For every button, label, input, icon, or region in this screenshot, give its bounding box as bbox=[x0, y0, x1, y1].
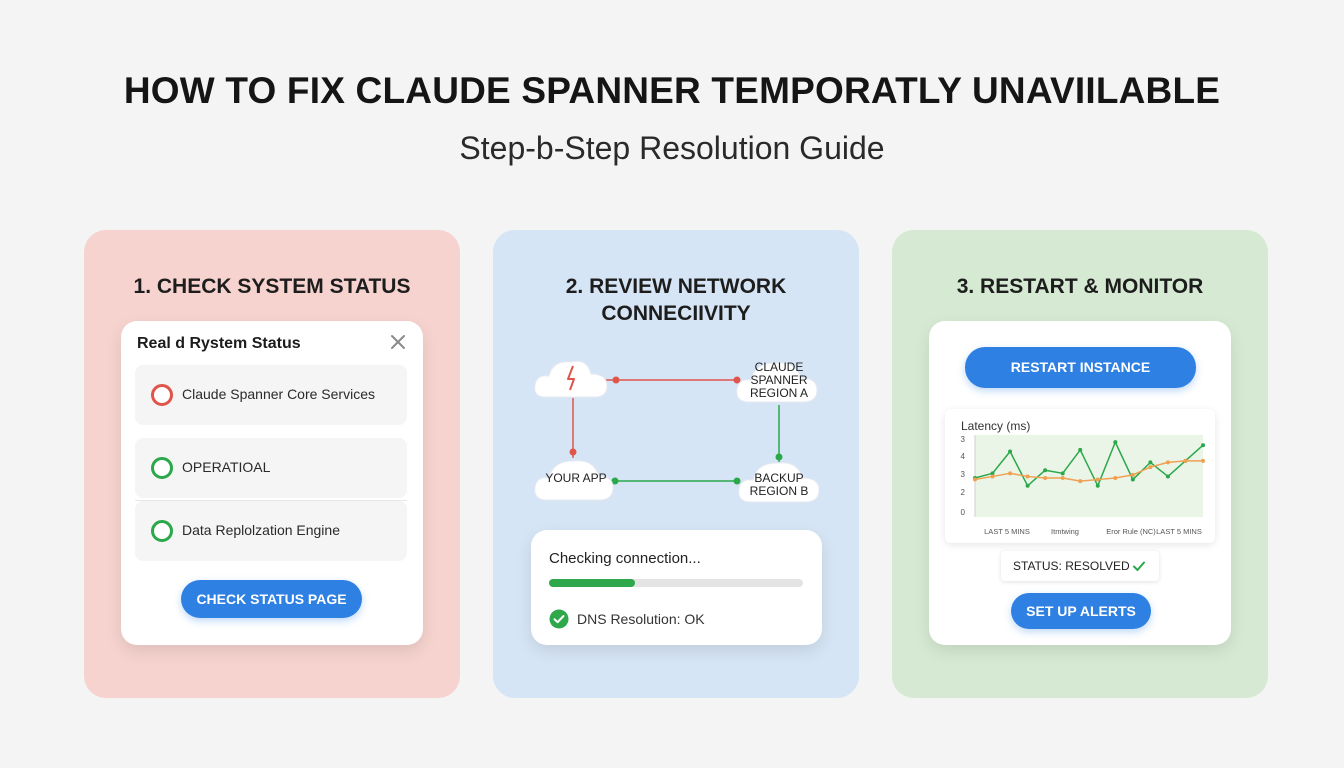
step-2-title: 2. REVIEW NETWORK CONNECIIVITY bbox=[493, 273, 859, 327]
series-point-1 bbox=[990, 474, 995, 479]
x-tick-label: Eror Rule (NC) bbox=[1106, 527, 1156, 536]
region-b-label: BACKUP REGION B bbox=[739, 472, 819, 498]
step-1-panel: 1. CHECK SYSTEM STATUS Real d Rystem Sta… bbox=[84, 230, 460, 698]
series-point-1 bbox=[1078, 479, 1083, 484]
step-3-title: 3. RESTART & MONITOR bbox=[956, 275, 1204, 298]
series-point-1 bbox=[1130, 472, 1135, 477]
set-up-alerts-button[interactable]: SET UP ALERTS bbox=[1011, 593, 1151, 629]
status-row-replication-engine: Data Replolzation Engine bbox=[135, 501, 407, 561]
series-point-0 bbox=[1025, 483, 1030, 488]
status-row-label: Data Replolzation Engine bbox=[182, 522, 340, 538]
system-status-card-title: Real d Rystem Status bbox=[137, 335, 301, 352]
check-status-page-button[interactable]: CHECK STATUS PAGE bbox=[181, 580, 362, 618]
series-point-0 bbox=[1165, 474, 1170, 479]
your-app-label: YOUR APP bbox=[545, 471, 607, 485]
dns-resolution-text: DNS Resolution: OK bbox=[577, 611, 705, 627]
cloud-your-app-icon bbox=[534, 460, 614, 501]
region-b-label-line: BACKUP bbox=[754, 471, 804, 485]
x-tick-label: Itmtwing bbox=[1051, 527, 1079, 536]
series-point-1 bbox=[1008, 471, 1013, 476]
status-resolved-badge: STATUS: RESOLVED bbox=[1001, 551, 1159, 581]
status-row-core-services: Claude Spanner Core Services bbox=[135, 365, 407, 425]
status-row-label: OPERATIOAL bbox=[182, 459, 271, 475]
series-point-1 bbox=[1025, 474, 1030, 479]
status-divider bbox=[135, 500, 407, 501]
series-point-1 bbox=[1060, 476, 1065, 480]
page-title: HOW TO FIX CLAUDE SPANNER TEMPORATLY UNA… bbox=[123, 70, 1221, 111]
check-circle-icon bbox=[549, 609, 569, 629]
y-tick-label: 3 bbox=[961, 435, 966, 444]
series-point-0 bbox=[1201, 443, 1205, 448]
region-a-label-line: CLAUDE bbox=[754, 360, 804, 374]
series-point-1 bbox=[973, 477, 977, 482]
connection-check-card: Checking connection... DNS Resolution: O… bbox=[531, 530, 822, 645]
connection-progress-fill bbox=[549, 579, 636, 587]
connection-progress-bar bbox=[549, 579, 803, 587]
close-icon[interactable] bbox=[389, 333, 407, 351]
series-point-1 bbox=[1165, 460, 1170, 465]
y-tick-label: 2 bbox=[961, 488, 966, 497]
step-2-title-line-2: CONNECIIVITY bbox=[601, 302, 751, 325]
plot-area bbox=[975, 435, 1203, 517]
series-point-0 bbox=[1078, 447, 1083, 452]
series-point-0 bbox=[1008, 449, 1013, 454]
cloud-region-b-icon bbox=[738, 462, 820, 503]
series-point-1 bbox=[1148, 465, 1153, 470]
chart-title: Latency (ms) bbox=[961, 419, 1031, 433]
series-point-0 bbox=[1113, 440, 1118, 445]
checkmark-icon bbox=[1133, 561, 1145, 571]
series-line-1 bbox=[974, 460, 1203, 482]
step-2-title-line-1: 2. REVIEW NETWORK bbox=[565, 275, 787, 298]
series-point-1 bbox=[1183, 458, 1188, 463]
series-point-0 bbox=[1148, 460, 1153, 465]
y-tick-label: 0 bbox=[961, 508, 966, 517]
restart-instance-button[interactable]: RESTART INSTANCE bbox=[965, 347, 1196, 388]
status-resolved-text: STATUS: RESOLVED bbox=[1013, 559, 1130, 573]
ok-status-ring-icon bbox=[151, 520, 173, 542]
system-status-card: Real d Rystem Status Claude Spanner Core… bbox=[121, 321, 423, 645]
series-point-0 bbox=[1095, 483, 1100, 488]
step-3-panel: 3. RESTART & MONITOR RESTART INSTANCE La… bbox=[892, 230, 1268, 698]
page-subtitle: Step-b-Step Resolution Guide bbox=[459, 130, 885, 166]
step-2-panel: 2. REVIEW NETWORK CONNECIIVITY bbox=[493, 230, 859, 698]
x-tick-label: LAST 5 MINS bbox=[1156, 527, 1202, 536]
step-1-title: 1. CHECK SYSTEM STATUS bbox=[133, 275, 411, 298]
series-line-0 bbox=[974, 441, 1204, 487]
connection-line-app-to-region-b bbox=[603, 477, 741, 485]
connection-line-source-to-app bbox=[569, 398, 577, 458]
series-point-1 bbox=[1095, 477, 1100, 482]
ok-status-ring-icon bbox=[151, 457, 173, 479]
x-tick-label: LAST 5 MINS bbox=[984, 527, 1030, 536]
status-row-label: Claude Spanner Core Services bbox=[182, 386, 375, 402]
series-point-0 bbox=[1130, 477, 1135, 482]
series-point-1 bbox=[1043, 476, 1048, 480]
series-point-1 bbox=[1113, 476, 1118, 480]
cloud-region-a-icon bbox=[736, 362, 818, 403]
series-point-0 bbox=[1060, 471, 1065, 476]
checking-connection-text: Checking connection... bbox=[549, 550, 701, 567]
status-row-operational: OPERATIOAL bbox=[135, 438, 407, 498]
region-b-label-line: REGION B bbox=[749, 484, 809, 498]
connection-line-region-a-to-region-b bbox=[775, 405, 783, 462]
series-point-0 bbox=[1043, 468, 1048, 473]
network-diagram bbox=[534, 360, 820, 503]
series-point-1 bbox=[1201, 458, 1205, 463]
y-tick-label: 3 bbox=[961, 470, 966, 479]
cloud-error-icon bbox=[534, 360, 608, 398]
error-status-ring-icon bbox=[151, 384, 173, 406]
region-a-label: CLAUDE SPANNER REGION A bbox=[739, 361, 819, 400]
series-point-0 bbox=[990, 471, 995, 476]
region-a-label-line: SPANNER bbox=[750, 373, 808, 387]
region-a-label-line: REGION A bbox=[749, 386, 808, 400]
y-tick-label: 4 bbox=[961, 452, 966, 461]
